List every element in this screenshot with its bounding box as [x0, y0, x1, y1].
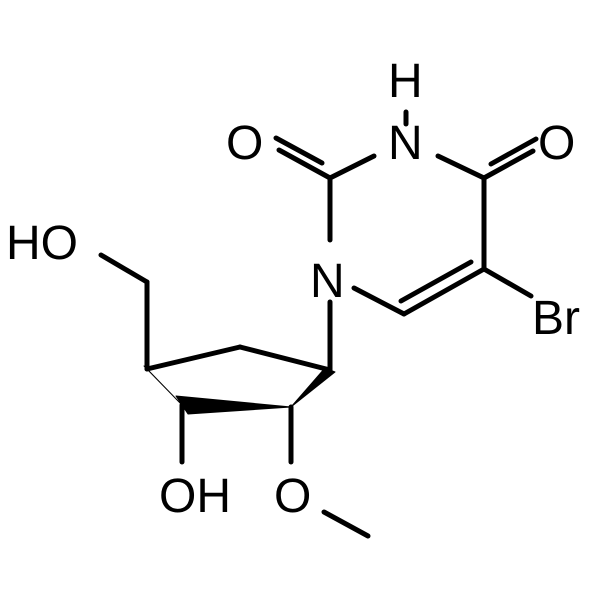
- bond-c5-c6-b: [398, 259, 474, 304]
- bond-c5-br: [481, 266, 534, 299]
- pyrimidine-ring: [273, 109, 539, 317]
- atom-hydroxyl-3prime: OH: [159, 470, 231, 523]
- atom-oxygen-methoxy: O: [274, 470, 311, 523]
- wedge-c2prime-c1prime: [290, 367, 336, 408]
- atom-hydroxyl-5prime: HO: [6, 217, 78, 270]
- atom-nitrogen-n1: N: [310, 255, 345, 308]
- atom-bromine: Br: [532, 292, 580, 345]
- atom-hydrogen-n3: H: [388, 55, 423, 108]
- bond-c5-c6-a: [401, 266, 487, 317]
- atom-nitrogen-n3: N: [388, 117, 423, 170]
- bond-c6prime-c4prime: [144, 344, 243, 372]
- bond-o2-methyl: [321, 509, 371, 539]
- wedge-c3prime-c4prime: [143, 365, 183, 406]
- cyclopentane-ring: [98, 252, 371, 539]
- bond-c6-n1: [351, 285, 407, 317]
- bond-c2-n3: [327, 153, 377, 181]
- bond-c5prime-o5: [98, 252, 150, 285]
- bond-c2-o-b: [276, 147, 333, 181]
- atom-oxygen-c2: O: [226, 117, 263, 170]
- bond-c4-o-b: [488, 136, 539, 167]
- bond-c4-o-a: [481, 148, 536, 181]
- bond-n3-c4: [435, 153, 487, 181]
- bond-c2-o-a: [273, 135, 325, 166]
- atom-oxygen-c4: O: [538, 117, 575, 170]
- wedge-c3prime-c2prime: [175, 395, 292, 415]
- atom-labels: O H N O N Br HO OH O: [6, 55, 580, 523]
- bond-c1prime-c6prime: [237, 344, 333, 373]
